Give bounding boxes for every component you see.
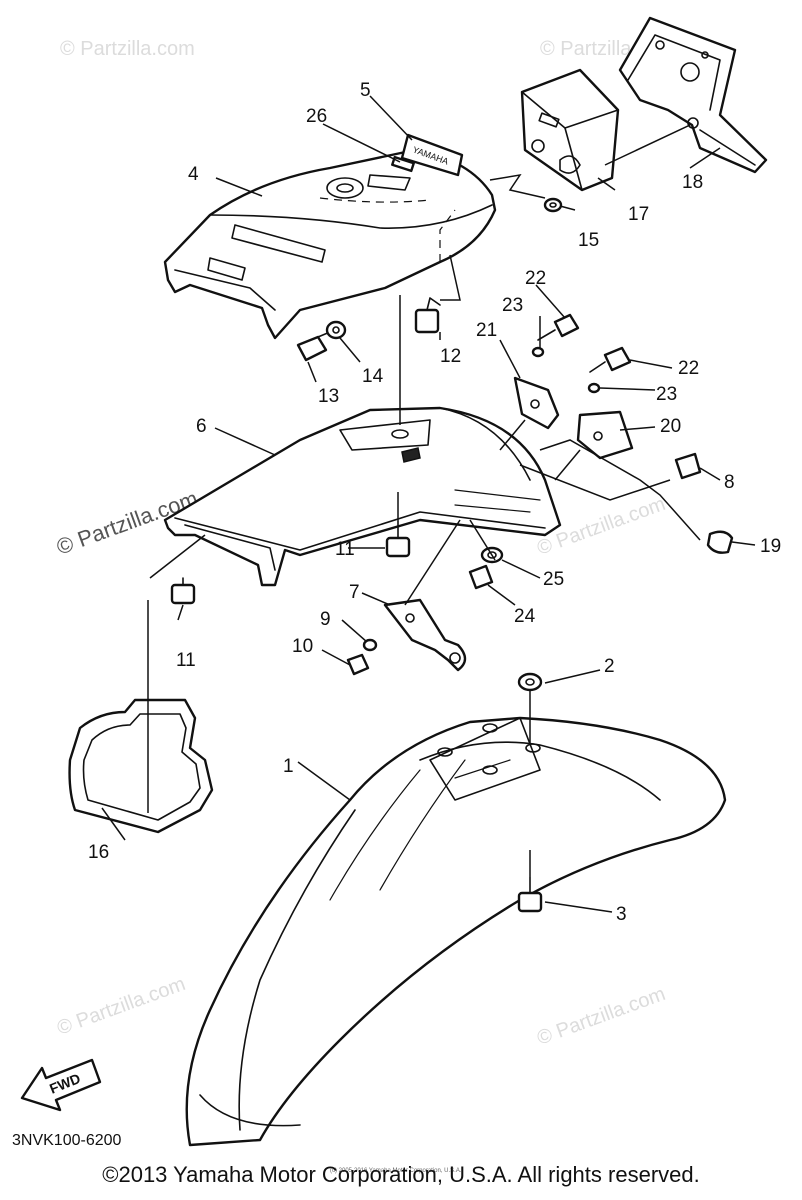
callout-21: 21	[476, 320, 497, 341]
callout-2: 2	[604, 656, 615, 677]
callout-13: 13	[318, 386, 339, 407]
watermark-top-left: © Partzilla.com	[60, 38, 195, 60]
callout-19: 19	[760, 536, 781, 557]
callout-24: 24	[514, 606, 536, 627]
watermark-bottom-right: © Partzilla.com	[534, 983, 668, 1050]
diagram-code: 3NVK100-6200	[12, 1132, 122, 1149]
part-15-grommet	[543, 197, 563, 213]
callout-25: 25	[543, 569, 564, 590]
part-3-bolt	[517, 877, 543, 913]
callout-11-left: 11	[176, 650, 196, 671]
part-16-number-plate	[68, 698, 214, 834]
callout-numbers: 1 2 3 4 5 6 7 8 9 10 11 11 12 13 14 15 1…	[88, 80, 781, 925]
callout-23-top: 23	[502, 295, 523, 316]
callout-20: 20	[660, 416, 681, 437]
part-10-nut	[346, 653, 370, 676]
part-20-bracket	[576, 410, 634, 460]
callout-22-right: 22	[678, 358, 699, 379]
part-12-bolt	[414, 297, 441, 334]
part-11-bolt-b	[170, 577, 196, 605]
callout-22-top: 22	[525, 268, 546, 289]
part-18-bracket	[618, 16, 768, 174]
part-5-emblem: YAMAHA	[400, 133, 464, 177]
callout-1: 1	[283, 756, 294, 777]
callout-23-right: 23	[656, 384, 677, 405]
part-14-washer	[325, 320, 347, 340]
callout-15: 15	[578, 230, 599, 251]
fine-print: (c) 2005-2016 Yamaha Motor Corporation, …	[330, 1168, 462, 1174]
callout-14: 14	[362, 366, 384, 387]
part-24-nut	[468, 564, 494, 590]
callout-10: 10	[292, 636, 313, 657]
callout-18: 18	[682, 172, 703, 193]
part-23-washer-a	[531, 346, 545, 358]
callout-4: 4	[188, 164, 199, 185]
part-21-bracket	[513, 376, 560, 430]
leader-lines	[101, 95, 756, 913]
callout-9: 9	[320, 609, 331, 630]
part-22-screw-b	[589, 346, 632, 373]
part-17-taillight	[520, 68, 620, 192]
part-9-washer	[362, 638, 378, 652]
callout-26: 26	[306, 106, 327, 127]
fwd-arrow: FWD	[20, 1058, 102, 1112]
part-23-washer-b	[587, 382, 601, 394]
part-7-bracket	[383, 598, 467, 672]
callout-17: 17	[628, 204, 649, 225]
part-11-bolt-a	[385, 521, 411, 558]
callout-3: 3	[616, 904, 627, 925]
part-22-screw-a	[537, 313, 580, 341]
callout-16: 16	[88, 842, 109, 863]
callout-12: 12	[440, 346, 461, 367]
callout-6: 6	[196, 416, 207, 437]
part-19-reflector	[706, 530, 734, 554]
callout-8: 8	[724, 472, 735, 493]
part-8-screw	[674, 452, 702, 480]
copyright-notice: ©2013 Yamaha Motor Corporation, U.S.A. A…	[102, 1162, 700, 1187]
callout-11-center: 11	[335, 539, 355, 560]
part-4-tail-cover	[163, 148, 497, 340]
callout-7: 7	[349, 582, 360, 603]
callout-5: 5	[360, 80, 371, 101]
watermark-bottom-left: © Partzilla.com	[54, 973, 188, 1040]
part-13-screw	[296, 331, 331, 362]
part-1-front-fender	[185, 716, 727, 1147]
part-2-grommet	[517, 672, 543, 692]
